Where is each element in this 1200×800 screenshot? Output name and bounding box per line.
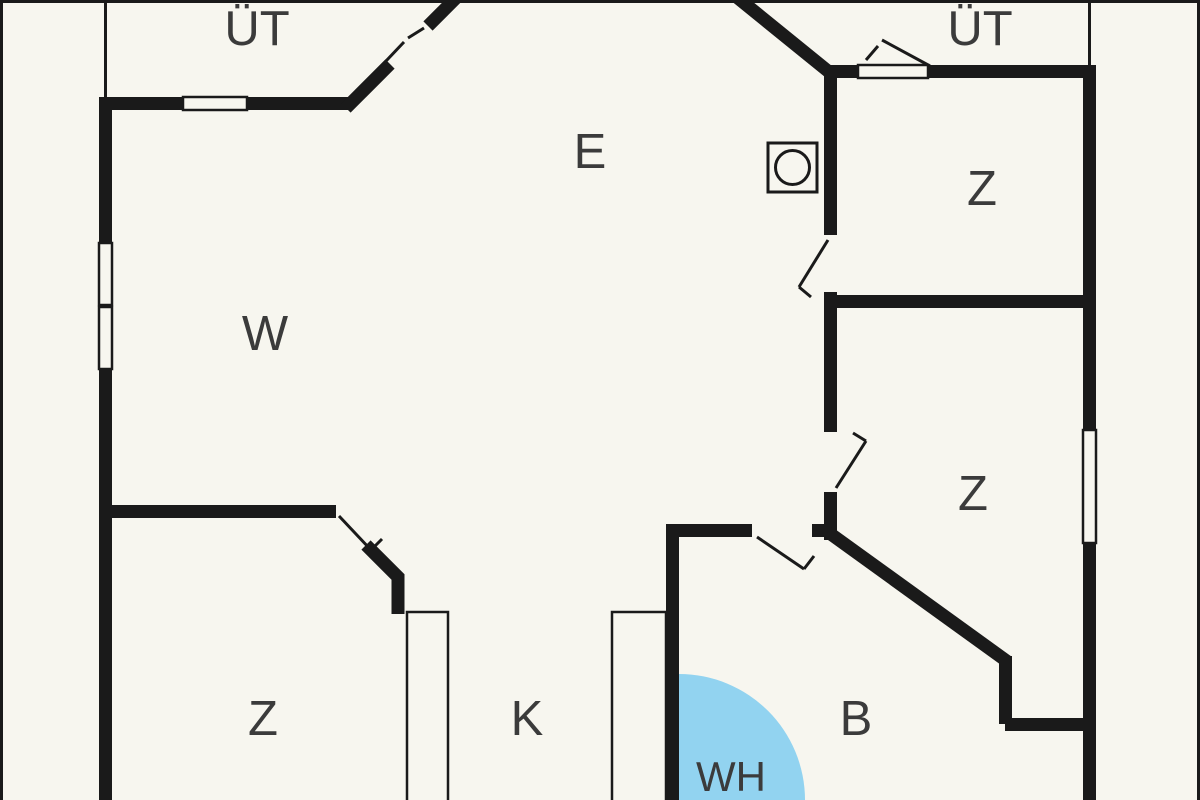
boiler-icon: [766, 141, 819, 194]
closet-left-icon: [405, 610, 450, 800]
wall-ne-room-bottom: [824, 295, 1096, 308]
wall-nw-diagonal-a: [341, 59, 395, 113]
window-left-1: [97, 241, 114, 307]
window-left-2: [97, 305, 114, 371]
wall-bath-top-a: [666, 524, 752, 537]
door-leaf-e-bedroom: [834, 440, 868, 489]
wall-right-lower: [1083, 543, 1096, 800]
wall-sw-door-return: [361, 540, 405, 614]
wall-top-left-b: [247, 97, 352, 110]
room-labels: ÜT ÜT E Z W Z Z K B WH: [224, 2, 1012, 800]
label-entry: E: [574, 125, 607, 179]
wall-nw-diagonal-b: [423, 0, 464, 31]
label-bedroom-sw: Z: [248, 692, 278, 746]
wall-se-vertical: [999, 656, 1012, 724]
door-tick-ne-bedroom: [798, 285, 812, 299]
window-terrace-door-right: [856, 63, 930, 80]
kitchen-counter-icon: [610, 610, 668, 800]
wall-left-upper: [99, 97, 112, 243]
windows: [97, 63, 1098, 545]
wall-top-right-b: [928, 65, 1083, 78]
door-leaf-ne-bedroom: [797, 239, 830, 288]
whirlpool-tub-icon: [679, 674, 805, 800]
door-tick-sw-bedroom: [369, 537, 384, 552]
label-bedroom-ne: Z: [967, 162, 997, 216]
door-tick-e-bedroom: [852, 431, 867, 443]
wall-top-left-a: [99, 97, 183, 110]
label-whirlpool: WH: [696, 753, 766, 800]
door-tick-ne-terrace: [864, 45, 880, 61]
wall-mid-vertical-b: [824, 292, 837, 432]
wall-left-lower: [99, 369, 112, 800]
door-leaf-nw-terrace: [350, 40, 406, 99]
wall-mid-vertical-a: [824, 70, 837, 235]
wall-se-diagonal: [824, 526, 1012, 668]
wall-ne-diagonal: [730, 0, 839, 82]
door-leaf-bathroom: [756, 535, 805, 571]
fixtures: [405, 141, 819, 800]
label-bath: B: [840, 692, 873, 746]
wall-sw-room-top: [99, 505, 336, 518]
door-tick-nw-terrace: [407, 26, 425, 40]
door-swings: [337, 26, 931, 571]
wall-right-upper: [1083, 65, 1096, 430]
door-leaf-ne-terrace: [881, 38, 931, 68]
wall-kitchen-bath-divider: [666, 524, 679, 800]
terrace-boundaries: [104, 0, 1091, 97]
label-bedroom-e: Z: [958, 467, 988, 521]
label-terrace-right: ÜT: [947, 2, 1012, 56]
door-leaf-sw-bedroom: [337, 514, 373, 552]
label-terrace-left: ÜT: [224, 2, 289, 56]
window-right: [1081, 428, 1098, 545]
wall-se-horizontal: [1005, 718, 1096, 731]
label-kitchen: K: [511, 692, 544, 746]
label-living: W: [242, 307, 289, 361]
window-top-left: [181, 95, 249, 112]
door-tick-bathroom: [802, 555, 816, 570]
walls: [99, 0, 1096, 800]
boiler-circle: [774, 149, 811, 186]
